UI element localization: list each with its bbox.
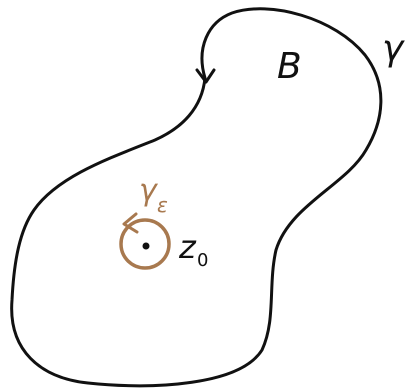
small-circle-arrow-icon — [122, 212, 139, 234]
small-circle-label-subscript: ε — [157, 193, 168, 217]
small-circle-label-main: γ — [139, 173, 159, 208]
point-label-subscript: 0 — [197, 250, 208, 271]
small-circle-label: γ ε — [139, 173, 168, 217]
point-label-main: z — [178, 228, 197, 266]
outer-curve-gamma — [10, 7, 383, 388]
orientation-arrow-icon — [195, 68, 216, 84]
point-label: z 0 — [178, 228, 208, 271]
region-label: B — [277, 46, 302, 87]
outer-curve-label: γ — [382, 28, 405, 69]
small-circle-gamma-epsilon — [119, 218, 171, 270]
point-z0-dot — [142, 242, 150, 250]
